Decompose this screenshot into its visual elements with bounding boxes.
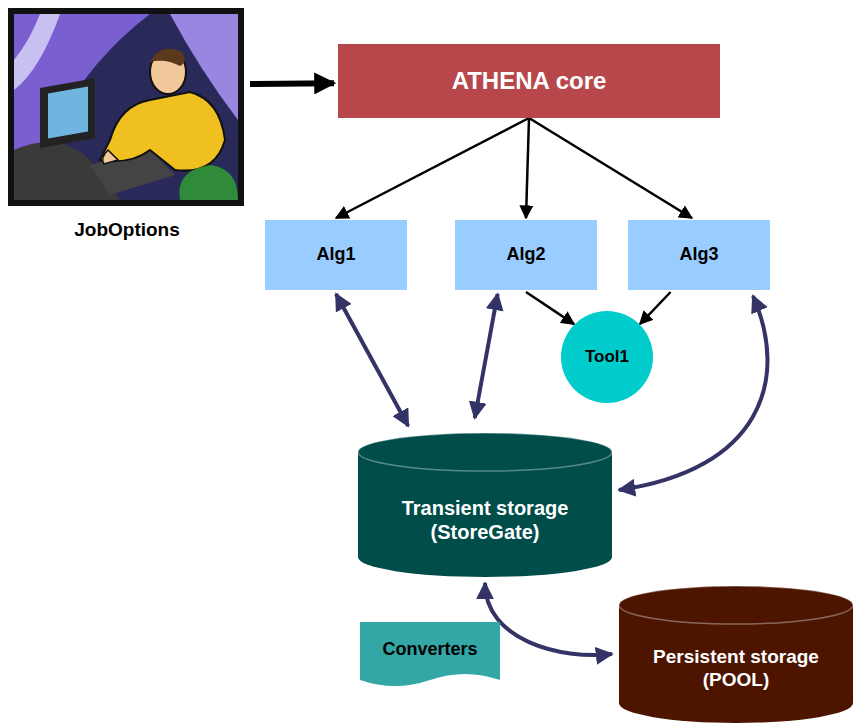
core-box: ATHENA core bbox=[338, 44, 720, 118]
connector-arrow bbox=[640, 292, 671, 324]
algorithm-box: Alg2 bbox=[455, 220, 597, 290]
connector-arrow bbox=[475, 294, 498, 418]
node-label: Alg1 bbox=[316, 244, 355, 266]
storage-cylinder: Transient storage (StoreGate) bbox=[357, 432, 613, 577]
node-label: Converters bbox=[382, 639, 477, 661]
connector-arrow bbox=[250, 80, 334, 87]
node-label: JobOptions bbox=[74, 219, 180, 242]
algorithm-box: Alg1 bbox=[265, 220, 407, 290]
connector-arrow bbox=[529, 118, 692, 218]
node-label: Alg3 bbox=[679, 244, 718, 266]
document-shape: Converters bbox=[360, 622, 500, 690]
node-label: Persistent storage (POOL) bbox=[633, 646, 839, 692]
connector-arrow bbox=[526, 292, 574, 324]
tool-circle: Tool1 bbox=[560, 310, 654, 404]
node-label: ATHENA core bbox=[452, 67, 607, 96]
connector-arrow bbox=[619, 296, 767, 490]
connector-arrow bbox=[526, 118, 529, 218]
node-label: Alg2 bbox=[506, 244, 545, 266]
storage-cylinder: Persistent storage (POOL) bbox=[618, 585, 854, 723]
node-label: Tool1 bbox=[585, 347, 629, 367]
job-options-node: JobOptions bbox=[8, 8, 246, 242]
algorithm-box: Alg3 bbox=[628, 220, 770, 290]
connector-arrow bbox=[336, 118, 529, 218]
connector-arrow bbox=[336, 294, 408, 426]
connector-arrow bbox=[485, 583, 612, 655]
node-label: Transient storage (StoreGate) bbox=[372, 496, 598, 544]
